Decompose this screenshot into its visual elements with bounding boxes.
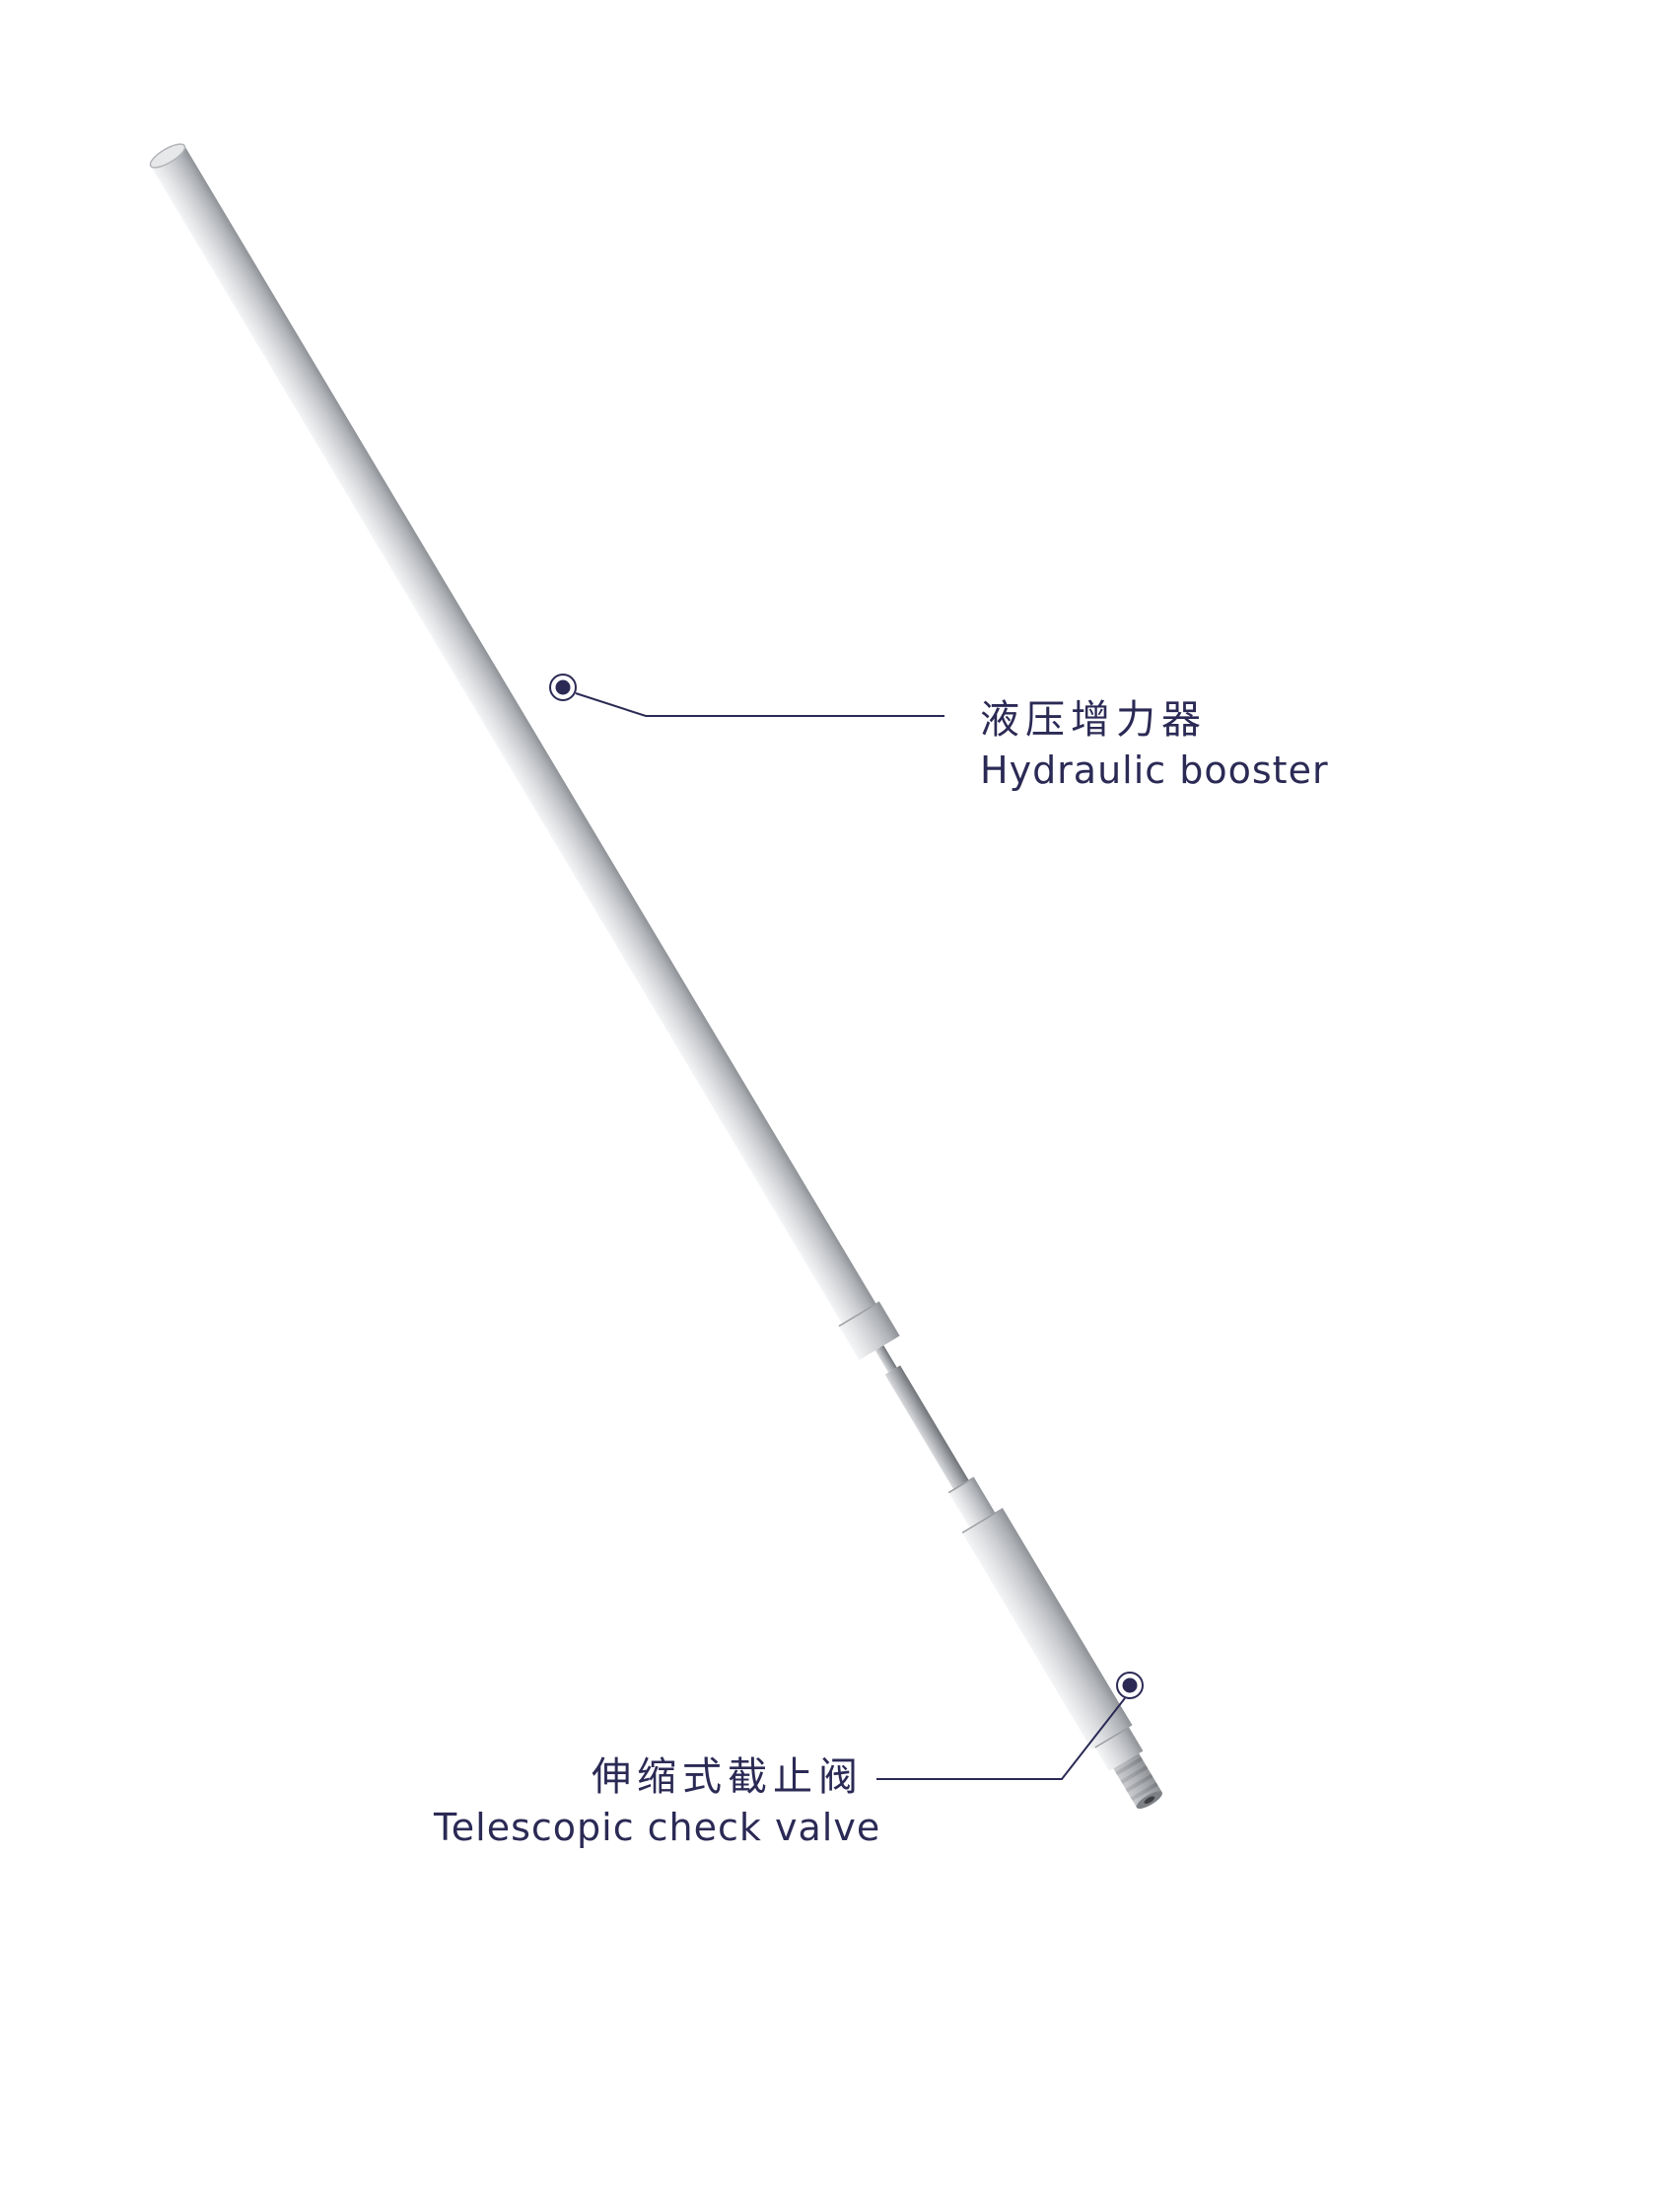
booster-label: 液压增力器 Hydraulic booster — [980, 700, 1329, 789]
rod-group — [149, 143, 1162, 1810]
booster-tube — [149, 143, 900, 1361]
valve-label-en: Telescopic check valve — [434, 1806, 881, 1849]
booster-label-cn: 液压增力器 — [980, 697, 1207, 743]
booster-callout-leader — [549, 674, 944, 717]
valve-label: 伸缩式截止阀 Telescopic check valve — [434, 1757, 880, 1846]
booster-label-en: Hydraulic booster — [980, 749, 1329, 792]
valve-label-cn: 伸缩式截止阀 — [592, 1754, 864, 1800]
valve-callout-leader — [876, 1672, 1144, 1780]
valve-neck — [947, 1476, 996, 1529]
valve-body — [961, 1507, 1144, 1771]
piston-rod — [874, 1345, 969, 1490]
threaded-end — [1113, 1753, 1162, 1810]
